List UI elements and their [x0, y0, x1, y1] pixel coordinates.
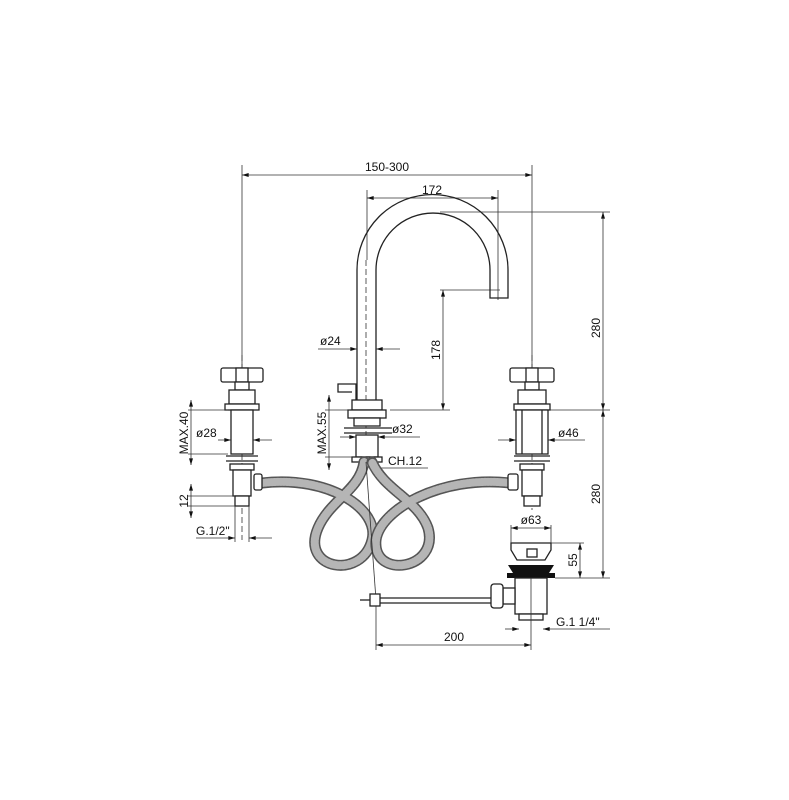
dimension-left-valve: MAX.40 ø28 12 G.1/2": [177, 400, 272, 542]
rod-length-label: 200: [444, 630, 464, 644]
spout-base-diameter-label: ø32: [392, 422, 413, 436]
spread-label: 150-300: [365, 160, 409, 174]
dimension-spread: 150-300: [241, 160, 533, 370]
waste-diameter-label: ø63: [521, 513, 542, 527]
dimension-spout-base: MAX.55 ø32 CH.12: [315, 395, 428, 470]
wrench-size-label: CH.12: [388, 454, 422, 468]
reach-label: 172: [422, 183, 442, 197]
dimension-spout-reach: 172: [366, 183, 499, 300]
dimension-spout-diameter: ø24: [318, 334, 400, 351]
right-valve: [507, 355, 555, 510]
inlet-thread-label: G.1/2": [196, 524, 230, 538]
spout: [337, 193, 509, 470]
left-valve: [220, 355, 264, 540]
flexible-hoses: [256, 456, 516, 601]
dimension-right-valve: ø46: [498, 426, 585, 442]
dimension-spout-height: 178: [390, 289, 500, 411]
spout-height-label: 178: [429, 340, 443, 360]
handle-right-diameter-label: ø46: [558, 426, 579, 440]
handle-max-label: MAX.40: [177, 411, 191, 454]
waste-height-label: 55: [566, 553, 580, 567]
spout-max-label: MAX.55: [315, 411, 329, 454]
thread-length-label: 12: [177, 494, 191, 508]
dimension-heights-right: 280 280: [440, 211, 610, 579]
dimension-waste: ø63 55 G.1 1/4" 200: [375, 513, 610, 650]
pop-up-waste: [360, 542, 555, 650]
height-lower-label: 280: [589, 484, 603, 504]
height-upper-label: 280: [589, 318, 603, 338]
spout-diameter-label: ø24: [320, 334, 341, 348]
waste-thread-label: G.1 1/4": [556, 615, 600, 629]
handle-left-diameter-label: ø28: [196, 426, 217, 440]
